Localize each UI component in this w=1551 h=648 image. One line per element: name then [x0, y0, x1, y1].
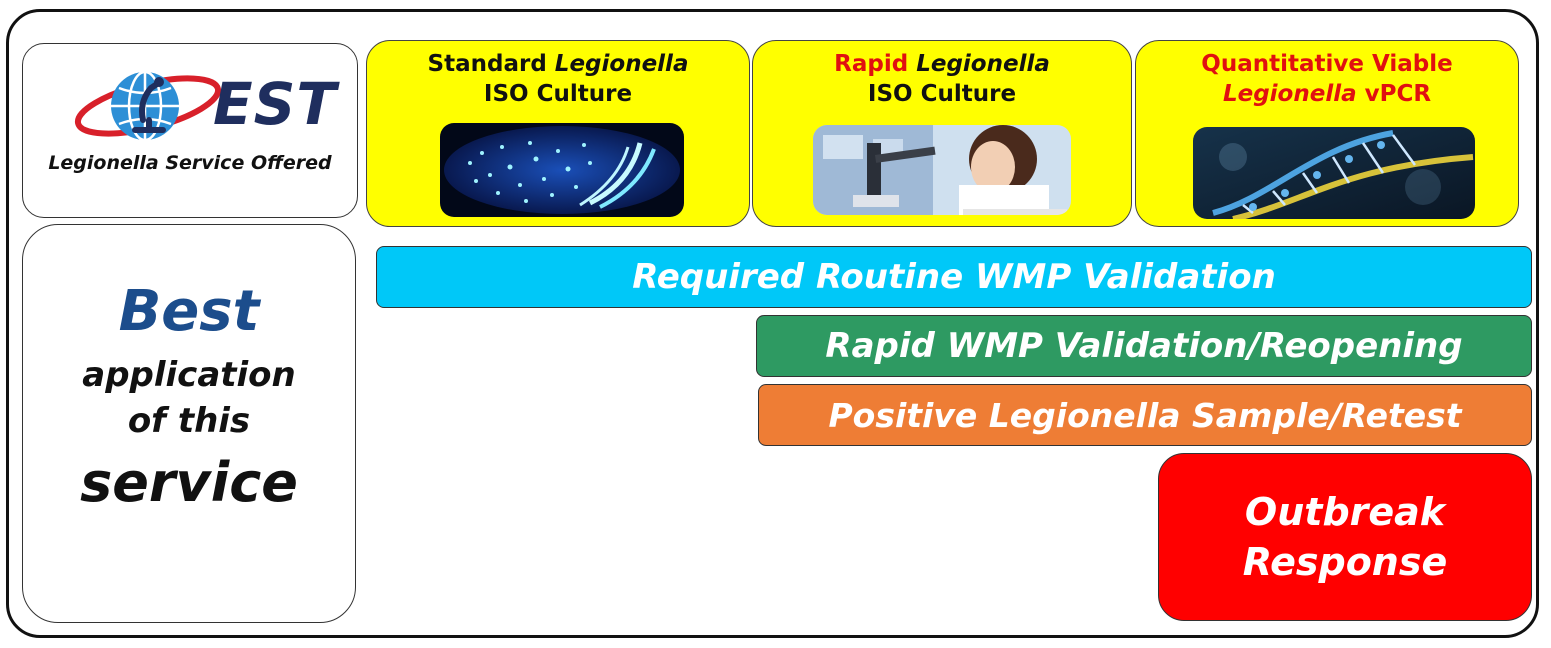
bar-required-routine: Required Routine WMP Validation — [376, 246, 1532, 308]
service-subtitle: vPCR — [1356, 81, 1432, 107]
best-line-application: application — [82, 355, 296, 395]
brand-logo-text: EST — [213, 70, 337, 138]
outbreak-line-2: Response — [1242, 540, 1448, 584]
petri-dish-image — [440, 123, 684, 217]
service-title-italic: Legionella — [1222, 81, 1357, 107]
logo-card: EST Legionella Service Offered — [22, 43, 358, 218]
best-application-card: Best application of this service — [22, 224, 356, 623]
bar-rapid-validation: Rapid WMP Validation/Reopening — [756, 315, 1532, 377]
service-title-text: Rapid — [834, 51, 917, 77]
service-title-standard: Standard Legionella ISO Culture — [367, 49, 749, 109]
bar-positive-retest: Positive Legionella Sample/Retest — [758, 384, 1532, 446]
service-card-vpcr: Quantitative Viable Legionella vPCR — [1135, 40, 1519, 227]
dna-helix-image — [1193, 127, 1475, 219]
service-title-rapid: Rapid Legionella ISO Culture — [753, 49, 1131, 109]
logo-caption: Legionella Service Offered — [48, 152, 332, 174]
bar-outbreak-response: Outbreak Response — [1158, 453, 1532, 621]
service-title-text: Quantitative Viable — [1201, 51, 1453, 77]
service-title-vpcr: Quantitative Viable Legionella vPCR — [1136, 49, 1518, 109]
best-heading: Best — [118, 279, 260, 344]
scientist-microscope-image — [813, 125, 1071, 215]
service-card-standard: Standard Legionella ISO Culture — [366, 40, 750, 227]
best-line-service: service — [80, 451, 298, 514]
service-card-rapid: Rapid Legionella ISO Culture — [752, 40, 1132, 227]
best-line-of-this: of this — [127, 401, 251, 441]
service-title-italic: Legionella — [554, 51, 689, 77]
globe-microscope-icon — [74, 70, 222, 142]
service-subtitle: ISO Culture — [867, 81, 1017, 107]
outbreak-line-1: Outbreak — [1244, 490, 1446, 534]
service-subtitle: ISO Culture — [483, 81, 633, 107]
service-title-italic: Legionella — [916, 51, 1050, 77]
service-title-text: Standard — [427, 51, 555, 77]
